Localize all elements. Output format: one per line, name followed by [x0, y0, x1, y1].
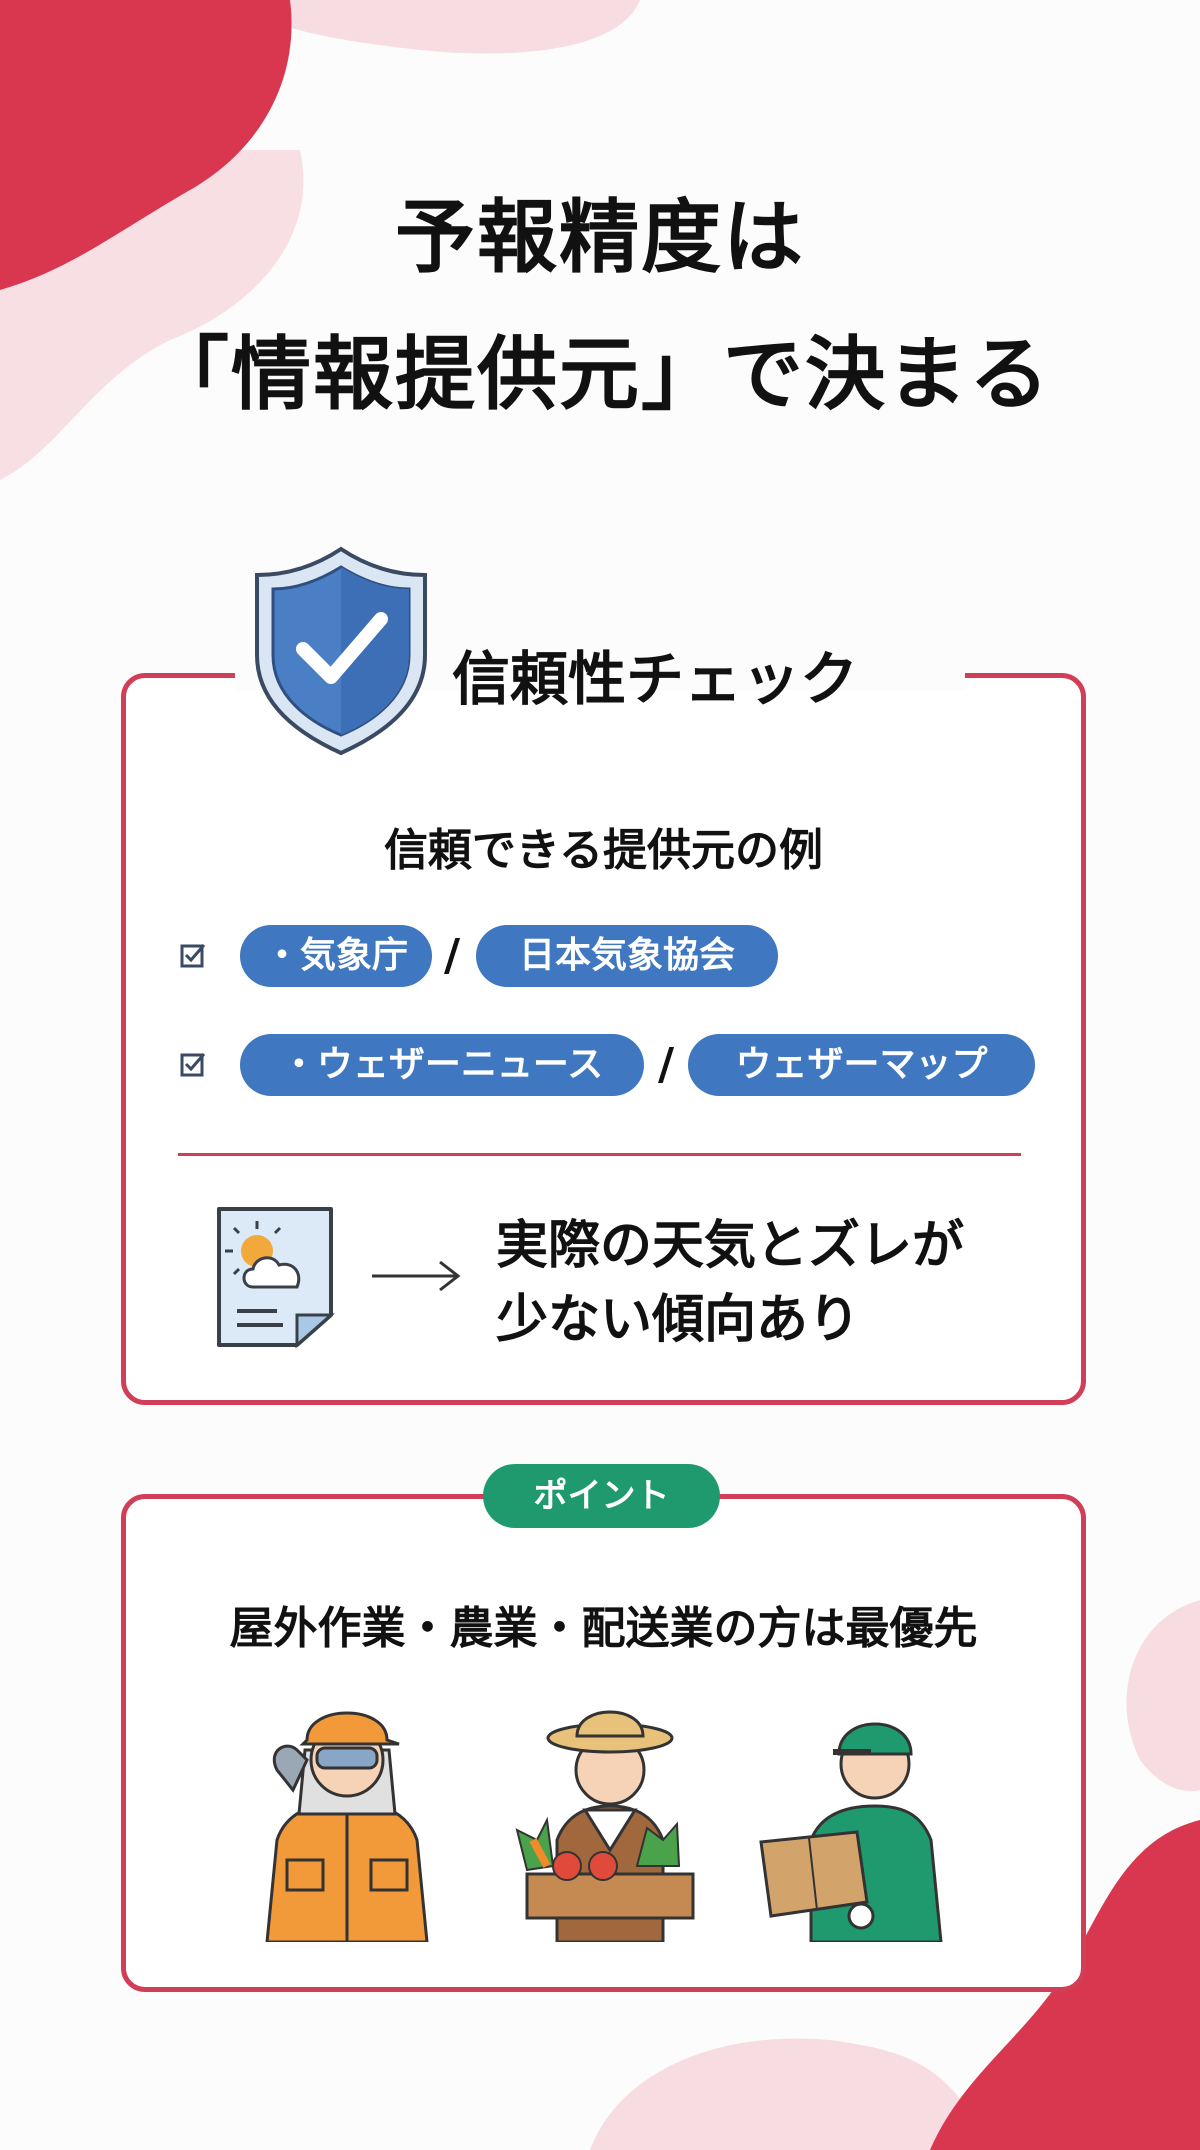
arrow-right-icon	[372, 1260, 461, 1292]
outdoor-worker-illustration	[265, 1711, 429, 1942]
checkbox-icon	[180, 944, 206, 968]
shield-check-icon	[255, 546, 427, 756]
farmer-illustration	[515, 1710, 695, 1942]
divider	[178, 1153, 1021, 1156]
provider-pill: ウェザーマップ	[688, 1034, 1035, 1096]
separator: /	[658, 1039, 675, 1090]
check-heading: 信頼性チェック	[452, 645, 859, 713]
page-title-line2: 「情報提供元」で決まる	[149, 328, 1051, 421]
page-title-line1: 予報精度は	[395, 191, 805, 284]
point-badge: ポイント	[483, 1464, 720, 1528]
result-text-line1: 実際の天気とズレが	[496, 1216, 965, 1276]
check-subheading: 信頼できる提供元の例	[383, 825, 824, 876]
provider-pill: ・気象庁	[240, 925, 432, 987]
provider-pill: ・ウェザーニュース	[240, 1034, 644, 1096]
weather-document-icon	[217, 1207, 335, 1349]
provider-pill: 日本気象協会	[476, 925, 778, 987]
point-text: 屋外作業・農業・配送業の方は最優先	[229, 1603, 978, 1654]
checkbox-icon	[180, 1053, 206, 1077]
result-text-line2: 少ない傾向あり	[496, 1290, 861, 1350]
separator: /	[444, 930, 461, 981]
delivery-worker-illustration	[759, 1722, 943, 1942]
